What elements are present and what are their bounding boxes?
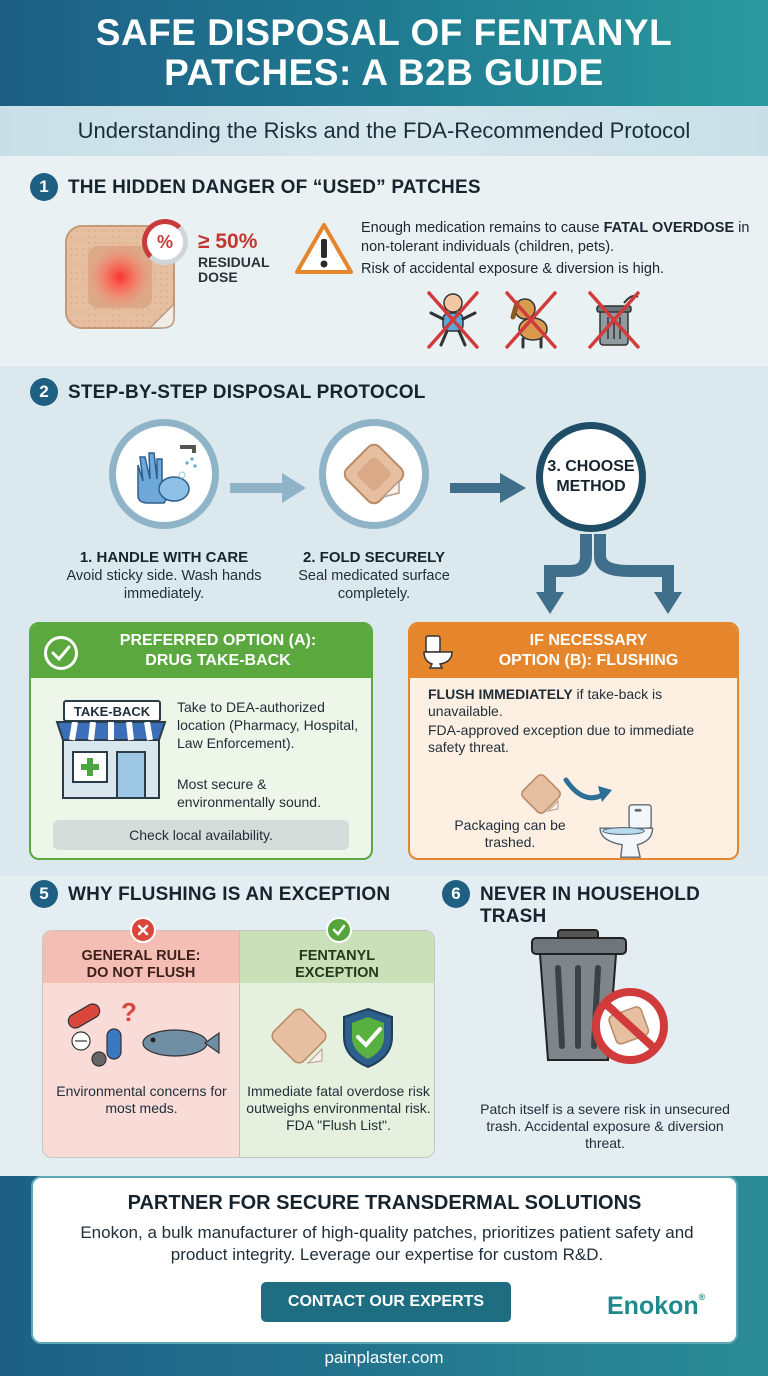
step-2-icon-circle bbox=[319, 419, 429, 529]
section-number-2: 2 bbox=[30, 378, 58, 406]
warning-icon bbox=[295, 223, 353, 274]
fentanyl-exception-line2: EXCEPTION bbox=[295, 965, 379, 981]
website-link[interactable]: painplaster.com bbox=[324, 1348, 444, 1367]
general-rule-line1: GENERAL RULE: bbox=[81, 948, 201, 964]
no-pets-icon bbox=[505, 291, 557, 349]
fentanyl-exception-heading: FENTANYL EXCEPTION bbox=[240, 931, 434, 983]
residual-dose-label: RESIDUAL DOSE bbox=[198, 254, 270, 285]
option-a-heading: PREFERRED OPTION (A): DRUG TAKE-BACK bbox=[31, 624, 371, 678]
section-why-flushing: 5 WHY FLUSHING IS AN EXCEPTION 6 NEVER I… bbox=[0, 876, 768, 1176]
general-rule-line2: DO NOT FLUSH bbox=[86, 965, 196, 981]
flush-bold: FLUSH IMMEDIATELY bbox=[428, 686, 573, 702]
option-a-heading-line2: DRUG TAKE-BACK bbox=[145, 652, 291, 669]
step-2-title: 2. FOLD SECURELY bbox=[303, 549, 445, 566]
fatal-overdose-text: Enough medication remains to cause FATAL… bbox=[361, 219, 761, 257]
partner-title: PARTNER FOR SECURE TRANSDERMAL SOLUTIONS bbox=[127, 1192, 642, 1214]
step-1-desc: Avoid sticky side. Wash hands immediatel… bbox=[66, 568, 262, 602]
contact-experts-button[interactable]: CONTACT OUR EXPERTS bbox=[261, 1282, 511, 1322]
fentanyl-exception-panel: FENTANYL EXCEPTION Immediate fatal overd… bbox=[239, 931, 434, 1157]
option-b-card: IF NECESSARY OPTION (B): FLUSHING FLUSH … bbox=[408, 622, 739, 860]
section-number-1: 1 bbox=[30, 173, 58, 201]
availability-note: Check local availability. bbox=[53, 820, 349, 850]
pharmacy-store-icon bbox=[55, 721, 167, 799]
percent-icon: % bbox=[142, 219, 188, 265]
x-mark-icon bbox=[130, 917, 156, 943]
danger-suffix: in non-tolerant individuals (children, p… bbox=[361, 220, 750, 255]
wash-hands-icon bbox=[137, 445, 197, 504]
check-mark-icon bbox=[326, 917, 352, 943]
risk-text: Risk of accidental exposure & diversion … bbox=[361, 261, 665, 277]
option-b-heading: IF NECESSARY OPTION (B): FLUSHING bbox=[410, 624, 737, 678]
process-flow-arrows bbox=[230, 473, 682, 614]
flush-immediately-text: FLUSH IMMEDIATELY if take-back is unavai… bbox=[428, 686, 728, 720]
take-back-sign: TAKE-BACK bbox=[63, 700, 161, 722]
general-rule-text: Environmental concerns for most meds. bbox=[56, 1083, 227, 1116]
section-number-6: 6 bbox=[442, 880, 470, 908]
pills-fish-icon: ? bbox=[67, 997, 220, 1067]
section-title-6: NEVER IN HOUSEHOLD TRASH bbox=[480, 884, 701, 927]
section-title-5: WHY FLUSHING IS AN EXCEPTION bbox=[68, 884, 391, 905]
folded-patch-icon bbox=[343, 443, 405, 505]
general-rule-heading: GENERAL RULE: DO NOT FLUSH bbox=[43, 931, 239, 983]
fentanyl-exception-text: Immediate fatal overdose risk outweighs … bbox=[246, 1083, 431, 1133]
step-1-title: 1. HANDLE WITH CARE bbox=[79, 549, 249, 566]
svg-text:?: ? bbox=[121, 997, 137, 1027]
section-title-1: THE HIDDEN DANGER OF “USED” PATCHES bbox=[68, 177, 481, 198]
trash-can-prohibited-icon bbox=[531, 929, 668, 1064]
logo-text: Enokon bbox=[607, 1292, 699, 1320]
section-number-5: 5 bbox=[30, 880, 58, 908]
option-a-text: Take to DEA-authorized location (Pharmac… bbox=[177, 699, 359, 751]
page-subtitle: Understanding the Risks and the FDA-Reco… bbox=[0, 106, 768, 156]
logo-registered-mark: ® bbox=[698, 1292, 706, 1302]
patch-small-icon bbox=[521, 774, 561, 814]
patch-shield-icon bbox=[271, 1007, 393, 1069]
section-hidden-danger: 1 THE HIDDEN DANGER OF “USED” PATCHES % … bbox=[0, 156, 768, 366]
option-a-heading-line1: PREFERRED OPTION (A): bbox=[119, 632, 317, 649]
page-title: SAFE DISPOSAL OF FENTANYL PATCHES: A B2B… bbox=[95, 12, 673, 93]
flush-toilet-icon bbox=[599, 804, 654, 858]
packaging-text: Packaging can be trashed. bbox=[454, 817, 566, 850]
step-3-title: 3. CHOOSE METHOD bbox=[547, 458, 635, 495]
danger-bold: FATAL OVERDOSE bbox=[603, 220, 735, 236]
flushing-comparison: GENERAL RULE: DO NOT FLUSH ? Environment… bbox=[42, 930, 435, 1158]
danger-prefix: Enough medication remains to cause bbox=[361, 220, 604, 236]
no-children-icon bbox=[427, 291, 479, 349]
trash-risk-text: Patch itself is a severe risk in unsecur… bbox=[480, 1101, 730, 1151]
partner-text: Enokon, a bulk manufacturer of high-qual… bbox=[80, 1223, 694, 1264]
step-2-desc: Seal medicated surface completely. bbox=[298, 568, 450, 602]
section-title-2: STEP-BY-STEP DISPOSAL PROTOCOL bbox=[68, 382, 426, 403]
option-b-heading-line2: OPTION (B): FLUSHING bbox=[498, 652, 679, 669]
flush-rest: if take-back is unavailable. bbox=[428, 686, 663, 719]
check-circle-icon bbox=[44, 636, 78, 670]
header-banner: SAFE DISPOSAL OF FENTANYL PATCHES: A B2B… bbox=[0, 0, 768, 106]
option-b-heading-line1: IF NECESSARY bbox=[529, 632, 648, 649]
partner-box: PARTNER FOR SECURE TRANSDERMAL SOLUTIONS… bbox=[31, 1176, 738, 1344]
step-1-icon-circle bbox=[109, 419, 219, 529]
curved-arrow-icon bbox=[563, 777, 612, 802]
enokon-logo: Enokon® bbox=[607, 1292, 705, 1321]
fda-exception-text: FDA-approved exception due to immediate … bbox=[428, 722, 695, 755]
toilet-icon bbox=[423, 635, 453, 669]
option-a-card: PREFERRED OPTION (A): DRUG TAKE-BACK TAK… bbox=[29, 622, 373, 860]
step-3-circle: 3. CHOOSE METHOD bbox=[536, 422, 646, 532]
fentanyl-exception-line1: FENTANYL bbox=[298, 948, 376, 964]
residual-dose-value: ≥ 50% bbox=[198, 230, 258, 253]
option-a-secure-text: Most secure & environmentally sound. bbox=[177, 776, 321, 810]
no-trash-icon bbox=[588, 291, 640, 349]
general-rule-panel: GENERAL RULE: DO NOT FLUSH ? Environment… bbox=[43, 931, 239, 1157]
